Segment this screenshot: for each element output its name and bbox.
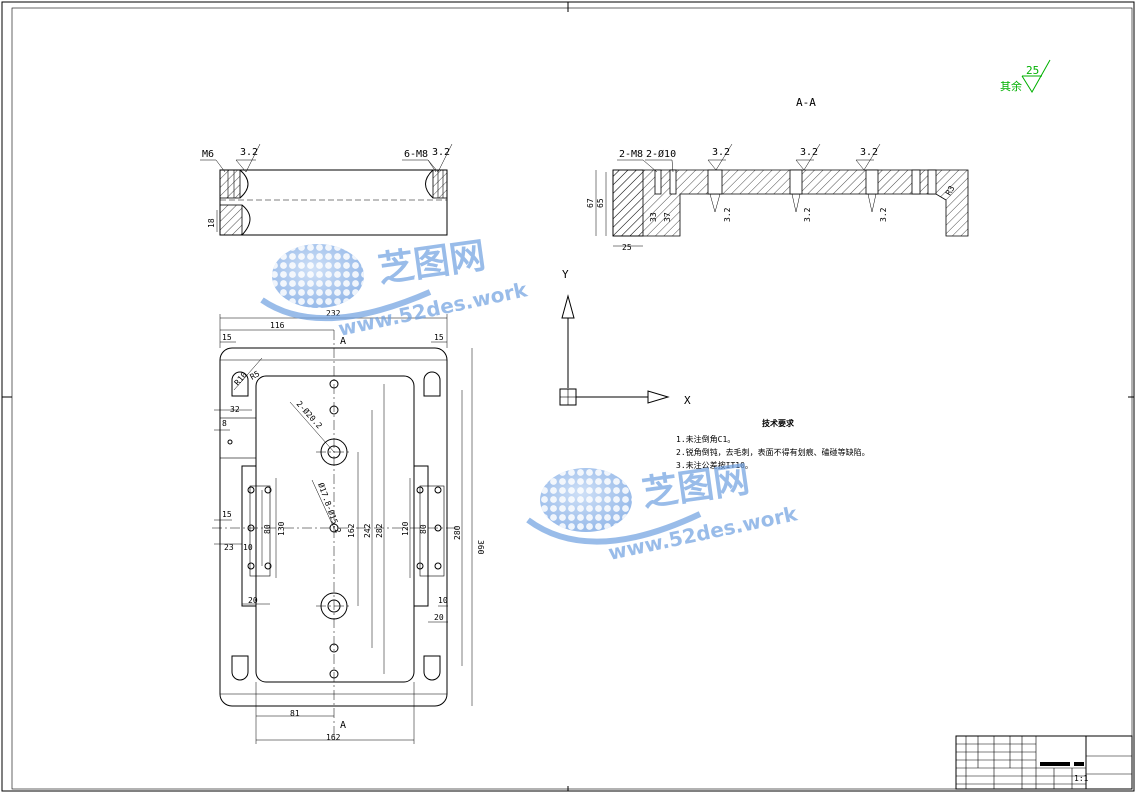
section-callout-rough-3: 3.2 (860, 147, 878, 158)
tech-requirement-3: 3.未注公差按IT10。 (676, 460, 753, 470)
tech-requirement-2: 2.锐角倒钝，去毛刺，表面不得有划痕、磕碰等缺陷。 (676, 447, 870, 457)
section-dim-37: 37 (663, 212, 672, 222)
plan-dim-162-bottom: 162 (326, 733, 341, 742)
plan-dim-282: 282 (375, 523, 384, 538)
watermark-1: 芝图网 www.52des.work (260, 235, 530, 341)
roughness-label: 其余 (1000, 79, 1022, 93)
plan-dim-130-left: 130 (277, 521, 286, 536)
section-a-a: A-A 2-M8 2-Ø10 3.2 3.2 3.2 (586, 96, 969, 252)
plan-dim-20-left: 20 (248, 596, 258, 605)
plan-dim-80-right: 80 (419, 524, 428, 534)
plan-dim-80-left: 80 (263, 524, 272, 534)
plan-dim-280: 280 (453, 525, 462, 540)
tech-requirements-title: 技术要求 (762, 418, 795, 428)
top-dim-18: 18 (207, 218, 216, 228)
section-title: A-A (796, 96, 816, 109)
plan-view: A A 232 116 15 15 R10 R5 32 8 15 23 10 2… (212, 309, 485, 744)
top-callout-6m8: 6-M8 (404, 149, 428, 160)
plan-dim-232: 232 (326, 309, 341, 318)
watermark-brand-1: 芝图网 (376, 235, 489, 291)
plan-dim-8: 8 (222, 419, 227, 428)
section-dim-67: 67 (586, 198, 595, 208)
roughness-value: 25 (1026, 64, 1039, 77)
section-callout-2d10: 2-Ø10 (646, 148, 676, 160)
plan-dim-116: 116 (270, 321, 285, 330)
watermark-url-2: www.52des.work (606, 501, 800, 565)
tech-requirements: 技术要求 1.未注倒角C1。 2.锐角倒钝，去毛刺，表面不得有划痕、磕碰等缺陷。… (676, 418, 870, 470)
plan-hole-callout-1: 2-Ø20.2 (295, 399, 325, 431)
coordinate-axes: Y X (559, 268, 691, 407)
plan-dim-r5: R5 (249, 369, 262, 382)
tech-requirement-1: 1.未注倒角C1。 (676, 434, 735, 444)
title-block-scale: 1:1 (1074, 774, 1089, 783)
section-callout-rough-1: 3.2 (712, 147, 730, 158)
plan-dim-32: 32 (230, 405, 240, 414)
plan-dim-20-right: 20 (434, 613, 444, 622)
plan-dim-10-right: 10 (438, 596, 448, 605)
top-view: M6 3.2 6-M8 3.2 18 (200, 143, 453, 236)
plan-dim-120-right: 120 (401, 521, 410, 536)
plan-dim-81: 81 (290, 709, 300, 718)
title-block: 1:1 (955, 735, 1133, 790)
section-dim-rough-c: 3.2 (879, 207, 888, 222)
section-dim-25: 25 (622, 243, 632, 252)
section-dim-33: 33 (649, 212, 658, 222)
watermark-url-1: www.52des.work (336, 277, 530, 341)
plan-dim-360: 360 (476, 540, 485, 555)
top-callout-m6: M6 (202, 149, 214, 160)
plan-dim-23: 23 (224, 543, 234, 552)
plan-dim-r10: R10 (233, 370, 249, 387)
watermark-brand-2: 芝图网 (640, 459, 753, 515)
general-roughness-symbol: 其余 25 (1000, 59, 1051, 93)
section-dim-rough-b: 3.2 (803, 207, 812, 222)
plan-dim-15: 15 (222, 510, 232, 519)
plan-dim-15-right: 15 (434, 333, 444, 342)
watermark-2: 芝图网 www.52des.work (526, 459, 800, 565)
axis-y-label: Y (562, 268, 569, 281)
axis-x-label: X (684, 394, 691, 407)
top-callout-rough-1: 3.2 (240, 147, 258, 158)
section-callout-2m8: 2-M8 (619, 149, 643, 160)
plan-section-mark-bottom: A (340, 720, 346, 731)
plan-dim-15-left: 15 (222, 333, 232, 342)
top-callout-rough-2: 3.2 (432, 147, 450, 158)
plan-dim-162-mid: 162 (347, 523, 356, 538)
section-dim-rough-a: 3.2 (723, 207, 732, 222)
plan-dim-242: 242 (363, 523, 372, 538)
section-dim-65: 65 (596, 198, 605, 208)
plan-section-mark-top: A (340, 336, 346, 347)
plan-dim-10: 10 (243, 543, 253, 552)
section-dim-r3: R3 (944, 184, 957, 197)
section-callout-rough-2: 3.2 (800, 147, 818, 158)
